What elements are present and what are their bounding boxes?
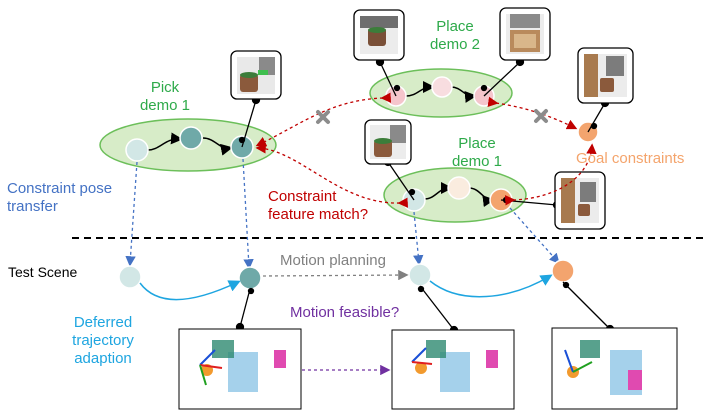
test-node-1 — [118, 265, 142, 289]
place-demo-2-line2: demo 2 — [429, 36, 481, 53]
deferred-trajectory-line3: adaption — [74, 350, 132, 367]
constraint-feature-match-label: Constraint feature match? — [268, 188, 368, 224]
goal-constraints-label: Goal constraints — [576, 150, 685, 167]
place-demo-2-label: Place demo 2 — [420, 18, 490, 54]
deferred-trajectory-line1: Deferred — [73, 314, 133, 331]
pick-demo-1-label: Pick demo 1 — [132, 79, 198, 115]
thumbnail-goal — [577, 47, 634, 104]
pick-node-2 — [179, 126, 203, 150]
cross-mark-icon — [534, 109, 548, 123]
test-node-3 — [408, 263, 432, 287]
constraint-feature-match-line1: Constraint — [268, 188, 337, 205]
thumbnail-place1-left — [364, 119, 412, 165]
thumbnail-place1-right — [554, 171, 606, 230]
constraint-pose-transfer-line2: transfer — [7, 198, 58, 215]
constraint-pose-transfer-label: Constraint pose transfer — [7, 180, 112, 216]
constraint-pose-transfer-line1: Constraint pose — [7, 180, 113, 197]
motion-planning-label: Motion planning — [280, 252, 386, 269]
cross-mark-icon — [316, 110, 330, 124]
place-demo-2-line1: Place — [436, 18, 474, 35]
constraint-feature-match-line2: feature match? — [268, 206, 369, 223]
deferred-trajectory-arrows — [139, 274, 553, 301]
point-cloud-icon — [178, 328, 302, 410]
thumbnail-place2-left — [353, 9, 405, 61]
motion-planning-arrow — [262, 269, 409, 281]
test-scene-label: Test Scene — [8, 264, 78, 280]
pick-demo-1-line2: demo 1 — [139, 97, 191, 114]
place-demo-1-line1: Place — [458, 135, 496, 152]
point-cloud-icon — [551, 327, 678, 410]
pick-node-1 — [125, 138, 149, 162]
place2-node-2 — [431, 76, 453, 98]
pose-transfer-arrows — [125, 158, 560, 270]
pick-demo-1-line1: Pick — [150, 79, 180, 96]
thumbnail-place2-right — [499, 7, 551, 61]
thumbnail-pick-demo — [230, 50, 282, 100]
feature-match-arrows — [255, 92, 597, 208]
place-demo-1-line2: demo 1 — [451, 153, 503, 170]
place1-node-2 — [447, 176, 471, 200]
test-node-2 — [238, 266, 262, 290]
motion-feasible-label: Motion feasible? — [290, 304, 400, 321]
test-node-4 — [551, 259, 575, 283]
deferred-trajectory-label: Deferred trajectory adaption — [60, 314, 146, 368]
place-demo-1-label: Place demo 1 — [442, 135, 512, 171]
point-cloud-icon — [391, 329, 515, 410]
deferred-trajectory-line2: trajectory — [72, 332, 134, 349]
